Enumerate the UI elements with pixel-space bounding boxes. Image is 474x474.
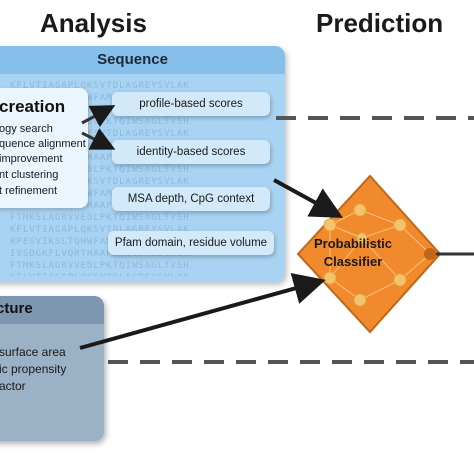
structure-feature: actor — [0, 379, 26, 393]
feature-box-profile-scores: profile-based scores — [112, 92, 270, 116]
arrow-structure-to-classifier — [79, 272, 326, 350]
network-node — [393, 218, 407, 232]
arrow-to-identity-scores — [81, 128, 116, 150]
analysis-header: Analysis — [40, 8, 147, 38]
creation-step: quence alignment — [0, 138, 86, 150]
network-node — [353, 203, 367, 217]
feature-box-msa-depth: MSA depth, CpG context — [112, 187, 270, 211]
msa-creation-box — [0, 88, 88, 208]
output-node — [424, 248, 436, 260]
network-node — [353, 293, 367, 307]
creation-step: t refinement — [0, 185, 58, 197]
classifier-label-line1: Probabilistic — [313, 236, 393, 251]
classifier-diamond — [296, 174, 442, 334]
structure-feature: surface area — [0, 345, 66, 359]
creation-step: improvement — [0, 153, 63, 165]
feature-box-pfam-domain: Pfam domain, residue volume — [108, 231, 274, 255]
arrow-msa-to-classifier — [273, 178, 344, 218]
network-node — [323, 218, 337, 232]
prediction-header: Prediction — [316, 8, 444, 38]
network-node — [356, 232, 368, 244]
structure-feature: ic propensity — [0, 362, 67, 376]
structure-panel-header — [0, 296, 104, 324]
creation-step: ogy search — [0, 123, 53, 135]
msa-creation-title: creation — [0, 97, 66, 116]
creation-step: nt clustering — [0, 169, 59, 181]
classifier-label-line2: Classifier — [323, 254, 383, 269]
network-node — [323, 271, 337, 285]
sequence-panel-title: Sequence — [0, 46, 285, 74]
network-node — [393, 273, 407, 287]
feature-box-identity-scores: identity-based scores — [112, 140, 270, 164]
structure-panel-title: cture — [0, 300, 33, 317]
arrow-to-profile-scores — [81, 105, 116, 128]
